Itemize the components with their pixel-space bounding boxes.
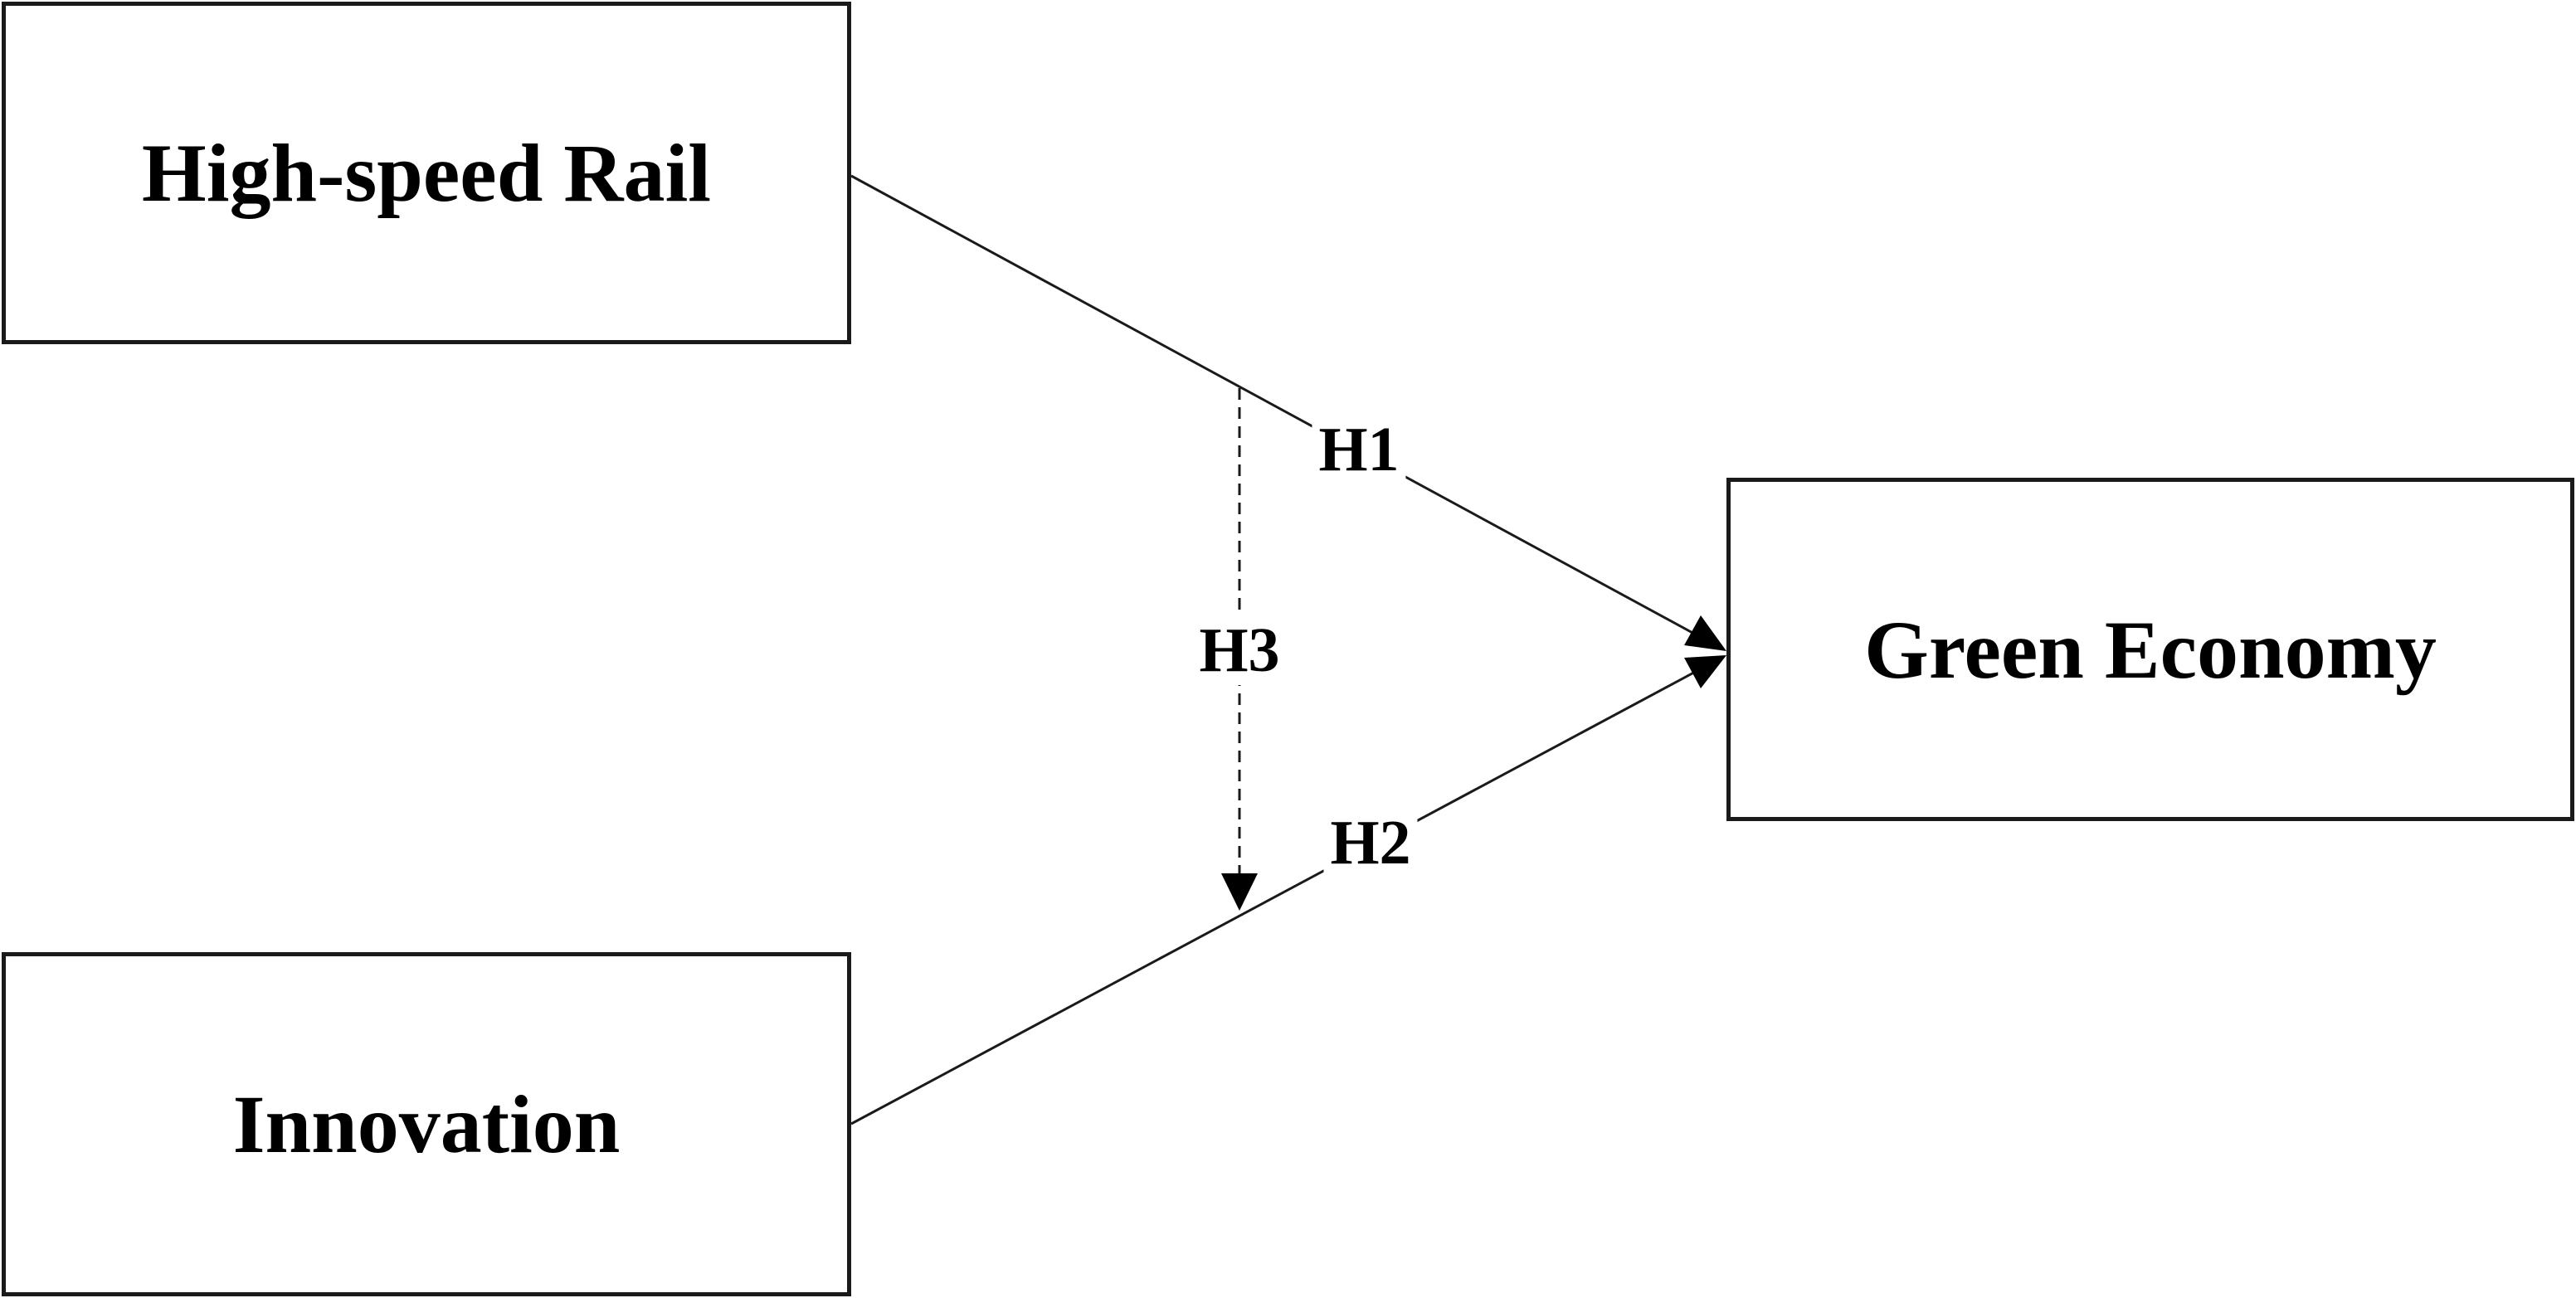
innovation-box: Innovation bbox=[2, 952, 851, 1296]
h2-arrowhead bbox=[1684, 655, 1726, 688]
h2-path-line bbox=[850, 655, 1724, 1125]
h3-arrowhead bbox=[1221, 873, 1258, 911]
green-economy-box: Green Economy bbox=[1726, 478, 2574, 821]
high-speed-rail-label: High-speed Rail bbox=[141, 127, 712, 219]
h2-label: H2 bbox=[1323, 808, 1418, 877]
green-economy-label: Green Economy bbox=[1864, 603, 2437, 696]
h3-label: H3 bbox=[1192, 615, 1287, 685]
h1-label: H1 bbox=[1312, 415, 1406, 484]
h1-arrowhead bbox=[1684, 615, 1726, 651]
high-speed-rail-box: High-speed Rail bbox=[2, 2, 851, 344]
innovation-label: Innovation bbox=[232, 1078, 621, 1170]
h1-path-line bbox=[850, 174, 1724, 651]
